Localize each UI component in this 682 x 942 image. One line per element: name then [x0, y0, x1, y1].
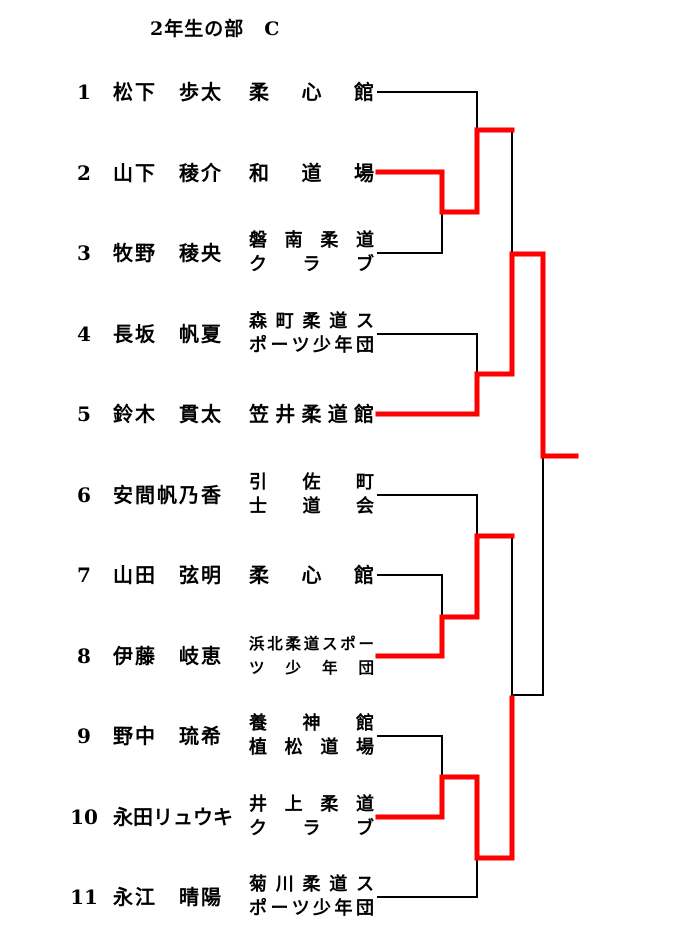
team-line: 養 神 館	[249, 713, 374, 734]
winner-line-entry-10	[375, 695, 515, 861]
player-name: 長坂 帆夏	[113, 322, 223, 346]
player-name: 鈴木 貫太	[113, 402, 223, 426]
team-name: 浜北柔道スポー ツ 少 年 団	[249, 626, 374, 686]
seed-number: 9	[77, 724, 91, 748]
team-line: 引 佐 町	[249, 472, 374, 493]
entry-row: 9 野中 琉希 養 神 館 植松道場	[0, 706, 380, 766]
seed-number: 2	[77, 161, 91, 185]
entry-row: 4 長坂 帆夏 森町柔道ス ポーツ少年団	[0, 304, 380, 364]
seed-number: 10	[70, 805, 98, 829]
player-name: 野中 琉希	[113, 724, 223, 748]
entry-row: 6 安間帆乃香 引 佐 町 士 道 会	[0, 465, 380, 525]
bracket-line-entry-11	[377, 857, 478, 898]
team-line: クラブ	[249, 818, 374, 839]
seed-number: 11	[70, 885, 98, 909]
team-name: 柔 心 館	[249, 545, 374, 605]
team-name: 引 佐 町 士 道 会	[249, 465, 374, 525]
bracket-line-entry-9	[377, 735, 443, 778]
team-line: 和 道 場	[249, 161, 374, 185]
team-line: 森町柔道ス	[249, 311, 374, 332]
bracket-line-entry-4	[377, 333, 478, 375]
seed-number: 6	[77, 483, 91, 507]
player-name: 永江 晴陽	[113, 885, 223, 909]
team-line: 井上柔道	[249, 794, 374, 815]
seed-number: 8	[77, 644, 91, 668]
team-name: 菊川柔道ス ポーツ少年団	[249, 867, 374, 927]
team-line: 笠井柔道館	[249, 402, 374, 426]
page-title: 2年生の部 C	[150, 18, 281, 40]
entry-row: 8 伊藤 岐恵 浜北柔道スポー ツ 少 年 団	[0, 626, 380, 686]
team-line: ポーツ少年団	[249, 898, 374, 919]
team-name: 磐南柔道 クラブ	[249, 223, 374, 283]
player-name: 山田 弦明	[113, 563, 223, 587]
bracket-line-entry-7	[377, 574, 443, 618]
team-line: ツ 少 年 団	[249, 658, 374, 677]
team-name: 森町柔道ス ポーツ少年団	[249, 304, 374, 364]
team-name: 笠井柔道館	[249, 384, 374, 444]
team-line: クラブ	[249, 254, 374, 275]
team-line: 士 道 会	[249, 496, 374, 517]
team-name: 井上柔道 クラブ	[249, 787, 374, 847]
team-line: 植松道場	[249, 737, 374, 758]
player-name: 永田リュウキ	[113, 805, 233, 829]
winner-line-entry-2	[375, 127, 515, 215]
team-name: 柔 心 館	[249, 62, 374, 122]
bracket-line-r4-bottom	[511, 455, 544, 696]
seed-number: 5	[77, 402, 91, 426]
entry-row: 2 山下 稜介 和 道 場	[0, 143, 380, 203]
seed-number: 4	[77, 322, 91, 346]
winner-line-entry-8	[375, 533, 515, 659]
bracket-line-entry-3	[377, 211, 443, 254]
bracket-lines-winner	[375, 127, 579, 861]
team-line: ポーツ少年団	[249, 335, 374, 356]
bracket-line-entry-1	[377, 91, 478, 131]
bracket-lines-normal	[377, 91, 544, 898]
seed-number: 3	[77, 241, 91, 265]
entry-row: 3 牧野 稜央 磐南柔道 クラブ	[0, 223, 380, 283]
player-name: 松下 歩太	[113, 80, 223, 104]
entry-row: 10 永田リュウキ 井上柔道 クラブ	[0, 787, 380, 847]
player-name: 伊藤 岐恵	[113, 644, 223, 668]
seed-number: 1	[77, 80, 91, 104]
entry-row: 1 松下 歩太 柔 心 館	[0, 62, 380, 122]
seed-number: 7	[77, 563, 91, 587]
team-line: 浜北柔道スポー	[249, 634, 374, 653]
entry-row: 5 鈴木 貫太 笠井柔道館	[0, 384, 380, 444]
team-line: 柔 心 館	[249, 80, 374, 104]
player-name: 牧野 稜央	[113, 241, 223, 265]
bracket-line-entry-6	[377, 494, 478, 537]
team-line: 磐南柔道	[249, 230, 374, 251]
entry-row: 7 山田 弦明 柔 心 館	[0, 545, 380, 605]
team-line: 菊川柔道ス	[249, 874, 374, 895]
player-name: 山下 稜介	[113, 161, 223, 185]
team-name: 和 道 場	[249, 143, 374, 203]
entry-row: 11 永江 晴陽 菊川柔道ス ポーツ少年団	[0, 867, 380, 927]
team-name: 養 神 館 植松道場	[249, 706, 374, 766]
team-line: 柔 心 館	[249, 563, 374, 587]
winner-line-entry-5	[375, 251, 579, 459]
player-name: 安間帆乃香	[113, 483, 223, 507]
